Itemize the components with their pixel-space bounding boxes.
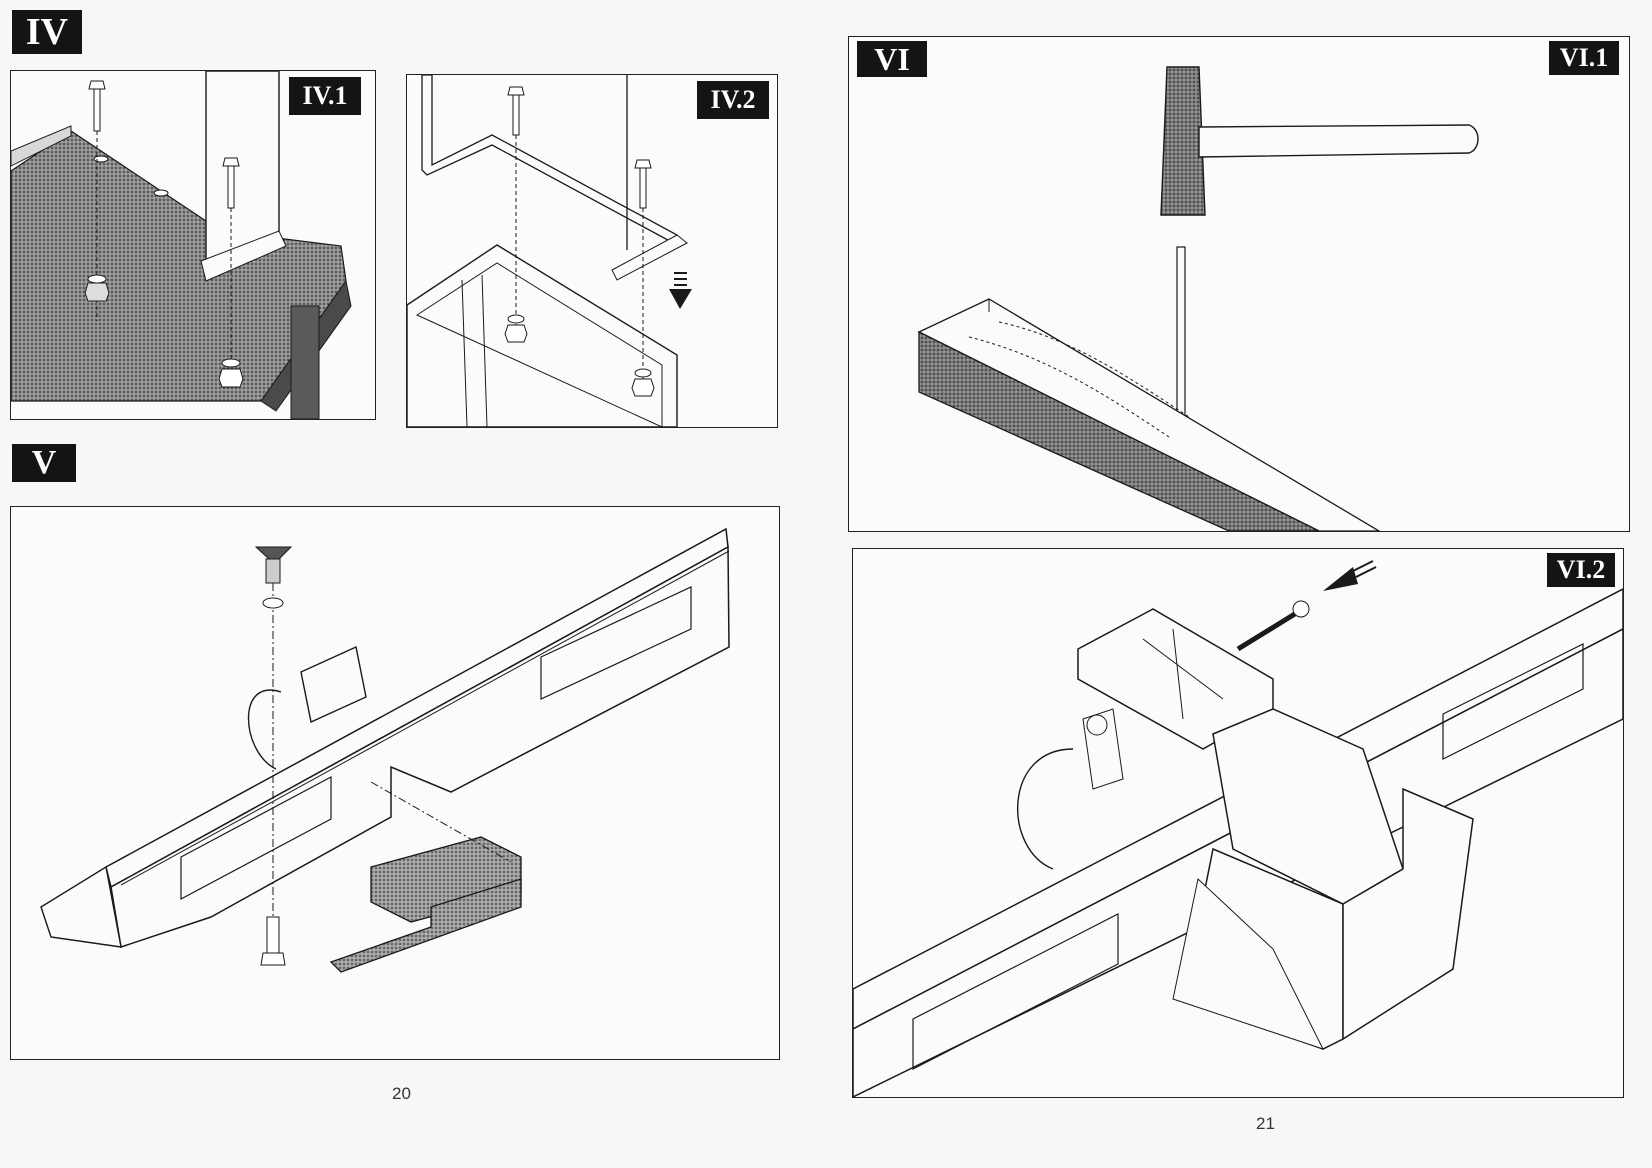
bolt-icon (1236, 600, 1310, 652)
step-vi-1-illustration (917, 66, 1479, 531)
bolt-icon (88, 80, 106, 132)
step-vi-1-panel: VI VI.1 (848, 36, 1630, 532)
section-v-illustration (40, 527, 730, 973)
wooden-batten-icon (917, 298, 1381, 531)
bolt-icon (507, 86, 525, 136)
vise-icon (1077, 608, 1474, 1050)
left-page: IV (10, 10, 780, 1103)
bolt-icon (260, 916, 286, 966)
section-iv-tag: IV (12, 10, 82, 54)
washer-icon (262, 597, 284, 609)
table-leg (290, 305, 320, 419)
step-iv-1-tag: IV.1 (289, 77, 361, 115)
washer-icon (87, 274, 107, 284)
table-frame (407, 244, 678, 427)
step-iv-2-panel: IV.2 (406, 74, 778, 428)
right-page: VI VI.1 (826, 0, 1652, 1168)
bolt-icon (634, 159, 652, 209)
nut-icon (218, 368, 244, 388)
nut-icon (84, 282, 110, 302)
washer-icon (634, 368, 652, 378)
wooden-batten-icon (329, 836, 522, 973)
step-iv-2-tag: IV.2 (697, 81, 769, 119)
step-iv-1-illustration (11, 71, 352, 419)
bolt-icon (222, 157, 240, 209)
washer-icon (507, 314, 525, 324)
page-number-left: 20 (392, 1084, 411, 1103)
step-iv-2-illustration (407, 75, 692, 427)
arrow-icon (669, 272, 692, 309)
washer-icon (221, 358, 241, 368)
step-iv-1-panel: IV.1 (10, 70, 376, 420)
section-v-tag: V (12, 444, 76, 482)
nut-icon (631, 378, 655, 397)
wing-nut-icon (254, 546, 293, 584)
step-vi-2-illustration (853, 560, 1623, 1097)
hammer-icon (1160, 66, 1479, 216)
table-top-shape (11, 130, 347, 402)
section-vi-tag: VI (857, 41, 927, 77)
step-vi-1-tag: VI.1 (1549, 41, 1619, 75)
step-vi-2-tag: VI.2 (1547, 553, 1615, 587)
rail-icon (40, 527, 730, 948)
arrow-icon (1323, 560, 1377, 591)
step-vi-2-panel: VI.2 (852, 548, 1624, 1098)
page-number-right: 21 (1256, 1114, 1275, 1133)
round-base (247, 689, 282, 770)
section-v-panel (10, 506, 780, 1060)
nut-icon (504, 324, 528, 343)
